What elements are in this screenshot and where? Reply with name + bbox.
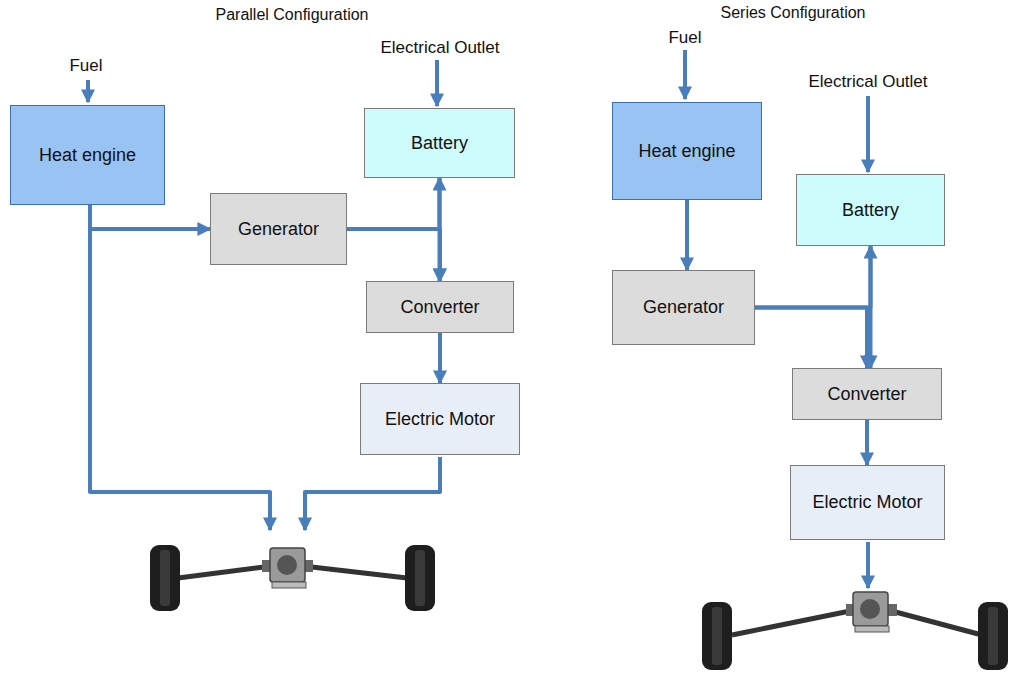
box-label: Converter [400, 297, 479, 318]
axle-assembly [702, 592, 1008, 670]
power-flow-arrow [869, 246, 873, 368]
engine-box: Heat engine [10, 105, 165, 205]
motor-drive-arrow [866, 542, 870, 588]
motor-box: Electric Motor [790, 465, 945, 540]
battery-box: Battery [796, 174, 945, 246]
converter-box: Converter [366, 281, 514, 333]
engine-box: Heat engine [612, 102, 762, 200]
outlet-arrow [866, 96, 870, 172]
generator-box: Generator [612, 270, 755, 345]
outlet-arrow [435, 60, 439, 106]
section-title: Parallel Configuration [214, 6, 371, 24]
fuel-arrow [86, 80, 90, 102]
box-label: Battery [842, 200, 899, 221]
power-flow-arrow [347, 229, 440, 281]
battery-box: Battery [364, 108, 515, 178]
section-title: Series Configuration [719, 4, 868, 22]
input-label: Electrical Outlet [806, 72, 929, 92]
input-label: Electrical Outlet [378, 38, 501, 58]
motor-drive-arrow [305, 457, 440, 530]
box-label: Heat engine [39, 145, 136, 166]
converter-box: Converter [792, 368, 942, 420]
power-flow-arrow [685, 200, 689, 270]
box-label: Generator [643, 297, 724, 318]
engine-drive-arrow [90, 226, 270, 530]
power-flow-arrow [438, 333, 442, 383]
box-label: Electric Motor [812, 492, 922, 513]
box-label: Generator [238, 219, 319, 240]
power-flow-arrow [755, 246, 871, 308]
motor-box: Electric Motor [360, 383, 520, 455]
power-flow-arrow [865, 420, 869, 465]
box-label: Converter [827, 384, 906, 405]
power-flow-arrow [347, 178, 440, 229]
generator-box: Generator [210, 193, 347, 265]
power-flow-arrow [755, 308, 867, 369]
input-label: Fuel [666, 28, 703, 48]
input-label: Fuel [67, 56, 104, 76]
box-label: Heat engine [638, 141, 735, 162]
power-flow-arrow [438, 178, 442, 281]
fuel-arrow [683, 50, 687, 99]
power-flow-arrow [90, 205, 210, 229]
box-label: Battery [411, 133, 468, 154]
box-label: Electric Motor [385, 409, 495, 430]
axle-assembly [150, 545, 435, 611]
